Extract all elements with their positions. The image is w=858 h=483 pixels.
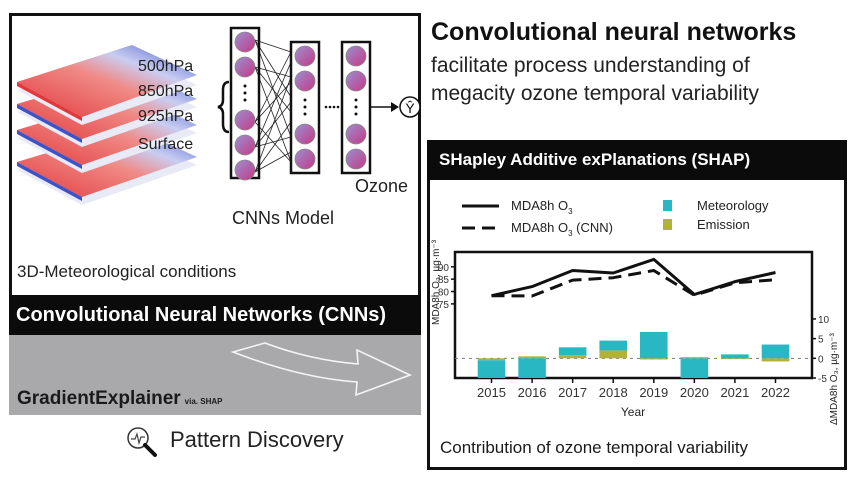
x-axis-label: Year (621, 405, 645, 419)
y-right-tick-label: 5 (818, 335, 824, 346)
ozone-label: Ozone (355, 176, 409, 196)
y-right-tick-label: 10 (818, 315, 830, 326)
neuron (345, 123, 367, 145)
neuron (294, 70, 316, 92)
bar-meteorology (761, 344, 790, 359)
neuron (294, 148, 316, 170)
bar-meteorology (558, 347, 587, 356)
bar-meteorology (639, 331, 668, 359)
network-connections (254, 39, 292, 173)
series-line-observed (491, 257, 776, 298)
arrow-right-icon (391, 102, 399, 112)
plot-frame (453, 250, 814, 380)
via-shap-text: via. SHAP (184, 397, 223, 406)
x-tick-label: 2019 (639, 385, 668, 400)
headline-title: Convolutional neural networks (431, 18, 797, 46)
bar-emission (680, 357, 709, 359)
neuron (234, 109, 256, 131)
legend-label-cnn: MDA8h O3 (CNN) (511, 220, 613, 238)
cnn-band-title: Convolutional Neural Networks (CNNs) (9, 295, 421, 335)
output-symbol: Ŷ (405, 100, 415, 116)
y-axis-right-label: ΔMDA8h O₃, µg·m⁻³ (829, 333, 840, 425)
bar-emission (518, 356, 546, 359)
curved-arrow-icon (230, 342, 413, 397)
shap-chart-panel (427, 180, 847, 470)
headline-subtitle-line2: megacity ozone temporal variability (431, 82, 759, 105)
input-caption: 3D-Meteorological conditions (17, 262, 237, 281)
headline-subtitle-line1: facilitate process understanding of (431, 54, 750, 77)
y-left-tick-label: 90 (438, 263, 450, 274)
layer-label-500hpa: 500hPa (138, 58, 194, 75)
x-tick-label: 2015 (477, 385, 506, 400)
neuron (345, 148, 367, 170)
hidden-layer-1 (289, 40, 321, 175)
output-node-icon (399, 96, 421, 118)
layer-label-925hpa: 925hPa (138, 108, 194, 125)
x-tick-label: 2016 (518, 385, 547, 400)
bar-emission (761, 358, 790, 362)
cnn-model-label: CNNs Model (232, 208, 335, 228)
neuron (294, 123, 316, 145)
brace-icon (217, 80, 230, 134)
ozone-chart: MDA8h O3 MDA8h O3 (CNN) Meteorology Emis… (431, 198, 840, 425)
x-tick-label: 2017 (558, 385, 587, 400)
layer-label-850hpa: 850hPa (138, 83, 194, 100)
layer-label-surface: Surface (138, 136, 194, 153)
neuron (234, 31, 256, 53)
weather-map-stack-icon (17, 45, 197, 205)
bar-meteorology (518, 358, 546, 378)
chart-caption: Contribution of ozone temporal variabili… (440, 438, 749, 457)
legend-swatch-emission (663, 219, 672, 230)
hidden-layer-n (340, 40, 372, 175)
bar-emission (599, 350, 628, 359)
neural-network-icon: Ŷ (217, 26, 421, 181)
x-tick-label: 2021 (720, 385, 749, 400)
x-tick-label: 2018 (599, 385, 628, 400)
x-tick-label: 2020 (680, 385, 709, 400)
gradient-explainer-text: GradientExplainer (17, 388, 181, 409)
explainer-band (9, 335, 421, 415)
y-left-tick-label: 85 (438, 275, 450, 286)
neuron (234, 134, 256, 156)
bar-meteorology (680, 358, 709, 378)
bar-emission (639, 358, 668, 360)
neuron (234, 159, 256, 181)
neuron (345, 45, 367, 67)
bar-emission (721, 358, 749, 360)
chart-legend: MDA8h O3 MDA8h O3 (CNN) Meteorology Emis… (462, 198, 769, 238)
bar-meteorology (477, 360, 506, 378)
legend-label-observed: MDA8h O3 (511, 198, 573, 216)
magnifier-signal-icon (127, 427, 157, 457)
neuron (294, 45, 316, 67)
neuron (234, 56, 256, 78)
legend-swatch-meteorology (663, 200, 672, 211)
y-right-tick-label: -5 (818, 374, 827, 385)
y-left-tick-label: 80 (438, 288, 450, 299)
legend-label-meteorology: Meteorology (697, 198, 769, 213)
pattern-discovery-label: Pattern Discovery (170, 427, 344, 452)
y-left-tick-label: 75 (438, 300, 450, 311)
series-line-cnn (491, 269, 776, 298)
neuron (345, 70, 367, 92)
bar-emission (558, 355, 587, 359)
bar-emission (477, 358, 506, 361)
x-tick-label: 2022 (761, 385, 790, 400)
y-right-tick-label: 0 (818, 354, 824, 365)
legend-label-emission: Emission (697, 217, 750, 232)
bar-meteorology (599, 340, 628, 351)
bar-meteorology (721, 354, 749, 359)
map-layer-500 (17, 45, 197, 125)
y-axis-left-label: MDA8h O₃, µg·m⁻³ (431, 239, 442, 325)
shap-band-title: SHapley Additive exPlanations (SHAP) (427, 140, 847, 180)
